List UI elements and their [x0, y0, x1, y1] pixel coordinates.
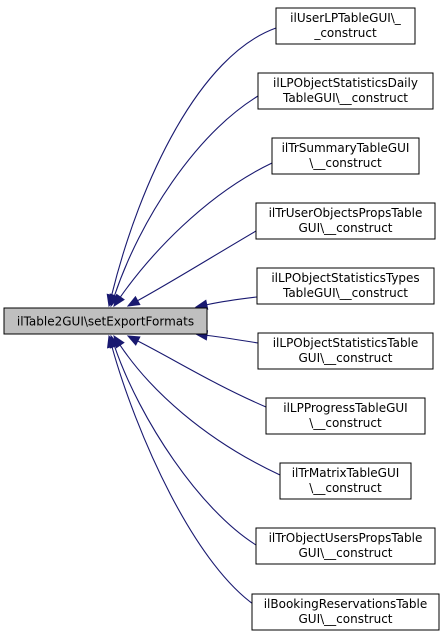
node-label-line: ilLPProgressTableGUI	[283, 401, 407, 415]
node-illpobjectstatisticsdailytablegui-construct[interactable]: ilLPObjectStatisticsDaily TableGUI\__con…	[257, 72, 434, 110]
node-iltrsummarytablegui-construct[interactable]: ilTrSummaryTableGUI \__construct	[271, 137, 420, 175]
node-label-line: ilLPObjectStatisticsDaily	[273, 76, 418, 90]
node-root[interactable]: ilTable2GUI\setExportFormats	[3, 307, 208, 335]
edges	[106, 27, 281, 611]
node-illpobjectstatisticstablegui-construct[interactable]: ilLPObjectStatisticsTable GUI\__construc…	[257, 332, 434, 370]
node-label-line: \__construct	[309, 416, 382, 430]
node-label-line: ilTrMatrixTableGUI	[292, 466, 400, 480]
node-iltrmatrixtablegui-construct[interactable]: ilTrMatrixTableGUI \__construct	[279, 462, 412, 500]
node-label-line: ilTrObjectUsersPropsTable	[269, 531, 423, 545]
call-edge	[119, 162, 273, 298]
node-label-line: ilBookingReservationsTable	[264, 597, 428, 611]
call-edge	[137, 340, 267, 408]
node-label-line: ilLPObjectStatisticsTypes	[271, 271, 419, 285]
node-label-line: GUI\__construct	[298, 351, 392, 365]
call-edge	[119, 344, 281, 476]
node-label-line: TableGUI\__construct	[282, 286, 408, 300]
node-label-line: _construct	[313, 26, 377, 40]
node-label-line: \__construct	[309, 481, 382, 495]
node-illpobjectstatisticstypestablegui-construct[interactable]: ilLPObjectStatisticsTypes TableGUI\__con…	[256, 267, 435, 305]
node-label-line: \__construct	[309, 156, 382, 170]
call-edge	[206, 296, 258, 306]
node-iltruserobjectspropstablegui-construct[interactable]: ilTrUserObjectsPropsTable GUI\__construc…	[255, 202, 436, 240]
node-ilbookingreservationstablegui-construct[interactable]: ilBookingReservationsTable GUI\__constru…	[251, 593, 440, 631]
node-root-label: ilTable2GUI\setExportFormats	[17, 315, 194, 329]
node-label-line: ilLPObjectStatisticsTable	[273, 336, 419, 350]
call-edge	[113, 95, 259, 296]
node-iltrobjectuserspropstablegui-construct[interactable]: ilTrObjectUsersPropsTable GUI\__construc…	[255, 527, 436, 565]
call-edge	[206, 334, 259, 344]
node-illpprogresstablegui-construct[interactable]: ilLPProgressTableGUI \__construct	[265, 397, 426, 435]
node-label-line: TableGUI\__construct	[282, 91, 408, 105]
arrowhead	[113, 293, 125, 308]
node-label-line: ilUserLPTableGUI\_	[290, 11, 402, 25]
arrowhead	[126, 295, 141, 307]
node-label-line: GUI\__construct	[298, 612, 392, 626]
node-label-line: ilTrUserObjectsPropsTable	[269, 206, 423, 220]
node-label-line: ilTrSummaryTableGUI	[282, 141, 410, 155]
node-iluserlptablegui-construct[interactable]: ilUserLPTableGUI\_ _construct	[275, 7, 416, 45]
arrowhead	[126, 335, 141, 346]
node-label-line: GUI\__construct	[298, 221, 392, 235]
call-edge	[111, 27, 277, 296]
node-label-line: GUI\__construct	[298, 546, 392, 560]
call-edge	[137, 230, 257, 302]
call-edge	[111, 346, 263, 611]
arrowhead	[107, 334, 118, 349]
call-edge	[114, 346, 257, 546]
